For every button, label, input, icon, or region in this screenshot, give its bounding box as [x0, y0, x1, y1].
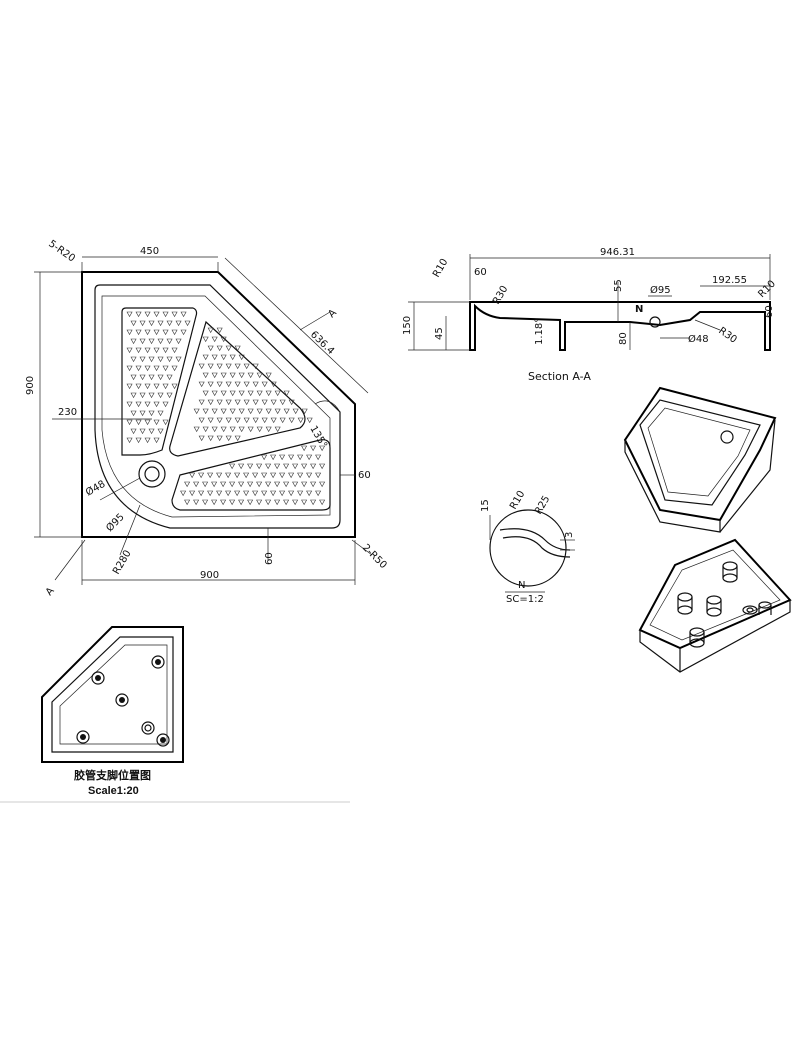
- dim-height-45: 45: [434, 327, 445, 340]
- dim-drain-dia: Ø48: [688, 333, 709, 345]
- dim-bowl-dia: Ø95: [650, 284, 671, 296]
- iso-view-bottom: [638, 538, 792, 673]
- dim-height: 900: [25, 376, 36, 395]
- drain-outer: [138, 460, 166, 488]
- detail-profile-top: [499, 528, 571, 551]
- dim-drain-diameter: Ø48: [84, 478, 108, 499]
- dim-total-length: 946.31: [600, 247, 635, 258]
- plan-view: 450 5-R20 636.4 A 900 230 Ø48 Ø95 R280 1…: [25, 238, 389, 597]
- detail-d3: 3: [564, 532, 575, 538]
- detail-label: N: [518, 580, 525, 591]
- legs-caption: 胶管支脚位置图: [74, 768, 151, 782]
- iso-view-top: [623, 386, 777, 533]
- dim-right-lip: 60: [764, 305, 775, 318]
- dim-top-width: 450: [140, 246, 159, 257]
- section-mark-bottom: A: [44, 585, 57, 597]
- detail-profile-bottom: [502, 536, 571, 558]
- dim-inner-radius: R280: [111, 548, 134, 576]
- section-drain: [649, 316, 661, 328]
- legs-position-view: 胶管支脚位置图 Scale1:20: [41, 626, 184, 797]
- section-caption: Section A-A: [528, 370, 591, 383]
- dim-bowl-diameter: Ø95: [104, 511, 127, 534]
- dim-diagonal: 636.4: [308, 329, 336, 357]
- dim-height-150: 150: [402, 316, 413, 335]
- leg-cylinders: [677, 561, 772, 648]
- dim-corner-radius: 5-R20: [46, 238, 77, 264]
- pad-texture: [126, 311, 326, 506]
- dim-side-lip: 60: [358, 470, 371, 481]
- dim-right-length: 192.55: [712, 275, 747, 286]
- dim-r-left: R10: [431, 257, 450, 280]
- anti-slip-pads: [121, 307, 331, 511]
- drain-inner: [144, 466, 160, 482]
- detail-view: 15 R10 R25 3 N SC=1:2: [480, 489, 575, 605]
- detail-d15: 15: [480, 499, 491, 512]
- dim-r-right: R10: [756, 278, 778, 300]
- dim-bottom-width: 900: [200, 570, 219, 581]
- dim-depth-55: 55: [613, 279, 624, 292]
- detail-r25: R25: [533, 494, 552, 517]
- tray-outline: [81, 271, 356, 538]
- tray-inner-rim: [94, 284, 341, 529]
- tray-inner-rim-2: [101, 295, 331, 518]
- detail-r10: R10: [508, 489, 527, 512]
- dim-drain-offset: 230: [58, 407, 77, 418]
- corner-fillet: [314, 400, 341, 413]
- detail-circle: [489, 509, 567, 587]
- dim-drain-depth: 80: [618, 332, 629, 345]
- section-view: 946.31 R10 60 R30 55 Ø95 192.55 R10 60 1…: [402, 247, 778, 383]
- dim-left-lip: 60: [474, 267, 487, 278]
- dim-corner-radius-2: 2-R50: [360, 542, 389, 571]
- legs-scale: Scale1:20: [88, 785, 139, 797]
- dim-r30-left: R30: [491, 284, 510, 307]
- section-mark-top: A: [326, 307, 339, 320]
- leg-markers: [76, 655, 170, 747]
- detail-scale: SC=1:2: [506, 594, 544, 605]
- section-outline: [469, 301, 771, 351]
- dim-r30-right: R30: [716, 325, 738, 345]
- detail-marker: N: [635, 304, 643, 315]
- dim-slope: 1.18°: [534, 318, 545, 345]
- dim-bottom-lip: 60: [264, 552, 275, 565]
